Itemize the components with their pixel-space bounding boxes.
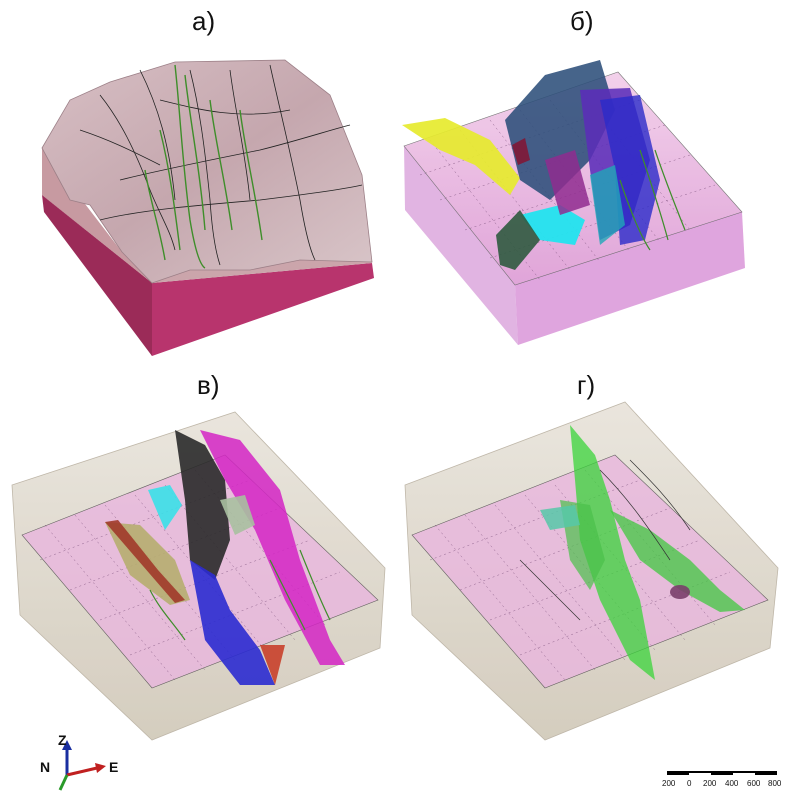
fault-green-main (570, 425, 655, 680)
scale-tick-label: 200 (662, 779, 676, 788)
scale-bar-seg-2 (711, 771, 733, 775)
panel-label-g: г) (577, 370, 596, 400)
panel-c-block (11, 411, 386, 741)
fault-teal (590, 165, 625, 245)
block-b-right-face (515, 212, 745, 345)
block-a-right-face (152, 263, 374, 356)
scale-bar-seg-3 (755, 771, 777, 775)
fault-magenta (545, 150, 590, 215)
panel-label-v: в) (197, 370, 220, 400)
terrain-fracture-lines (79, 64, 363, 266)
fault-yellow (402, 118, 520, 195)
fault-black (175, 430, 230, 580)
block-d-fault-lines (519, 459, 691, 621)
block-a-left-face-dark (42, 195, 152, 356)
fault-teal-d (540, 505, 580, 530)
axis-z-label: Z (58, 732, 67, 748)
panel-d-block (404, 401, 779, 741)
scale-tick-label: 800 (768, 779, 782, 788)
axis-n-line (58, 774, 69, 791)
block-b-left-face (404, 146, 518, 345)
fault-cyan-c (148, 485, 182, 530)
axis-e-arrow (95, 763, 106, 773)
axis-e-label: E (109, 759, 118, 775)
fault-purple-blob (670, 585, 690, 599)
fault-red-c (260, 645, 285, 685)
fault-grey-green (220, 495, 255, 535)
axis-e-line (66, 766, 98, 777)
panel-label-b: б) (570, 6, 594, 36)
block-c-green-faults (149, 549, 331, 641)
orientation-axes: Z N E (40, 732, 118, 791)
fault-brown-edge (105, 520, 185, 603)
block-b-green-faults (619, 149, 686, 251)
scale-tick-label: 200 (703, 779, 717, 788)
fault-blue-c (190, 560, 275, 685)
scale-tick-label: 600 (747, 779, 761, 788)
terrain-green-faults (144, 64, 263, 269)
panel-a-block (41, 59, 374, 356)
fault-green-right (610, 510, 745, 612)
scale-bar-seg-1 (667, 771, 689, 775)
fault-magenta-c (200, 430, 345, 665)
scale-tick-label: 0 (687, 779, 692, 788)
fault-dark-green (496, 210, 540, 270)
scale-bar: 200 0 200 400 600 800 (662, 771, 782, 788)
panel-label-a: а) (192, 6, 216, 36)
axis-n-label: N (40, 759, 50, 775)
panel-b-block (402, 60, 745, 345)
axis-z-arrow (62, 740, 72, 750)
fault-blue (600, 95, 660, 245)
fault-dark-red (512, 138, 530, 165)
scale-tick-label: 400 (725, 779, 739, 788)
